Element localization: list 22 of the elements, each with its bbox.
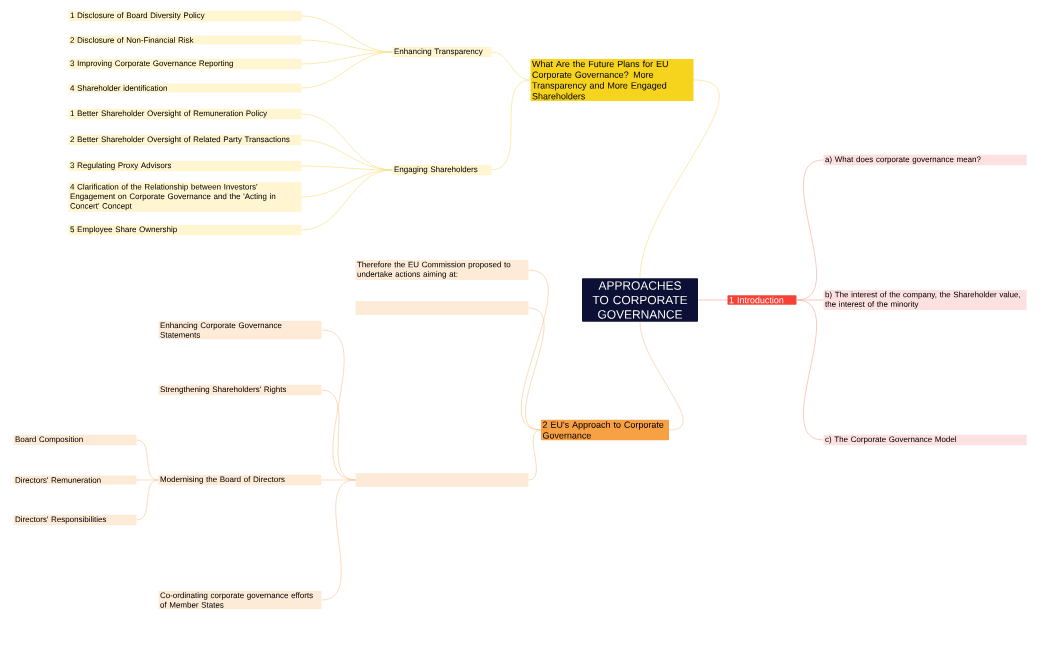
branch-topic: 1 Introduction <box>727 295 797 305</box>
connector-line <box>796 299 824 441</box>
central-topic: APPROACHES TO CORPORATE GOVERNANCE <box>582 278 698 322</box>
empty-box <box>355 301 529 315</box>
empty-box <box>355 473 529 487</box>
connector-line <box>525 307 545 431</box>
branch-topic: What Are the Future Plans for EU Corporate Governance? More Transparency and More Engaged Shareholders <box>530 59 694 101</box>
connector-line <box>321 479 356 481</box>
connector-line <box>491 79 531 171</box>
connector-line <box>796 299 824 301</box>
connector-line <box>136 479 159 521</box>
connector-line <box>491 51 531 81</box>
connector-line <box>321 479 356 601</box>
connector-line <box>136 479 159 481</box>
connector-line <box>528 429 542 481</box>
connector-line <box>301 51 393 89</box>
connector-line <box>301 169 393 198</box>
connector-line <box>521 269 549 431</box>
branch-topic: 2 EU's Approach to Corporate Governance <box>541 419 669 441</box>
connector-line <box>301 169 393 231</box>
connector-line <box>639 321 684 431</box>
connector-line <box>639 79 720 279</box>
